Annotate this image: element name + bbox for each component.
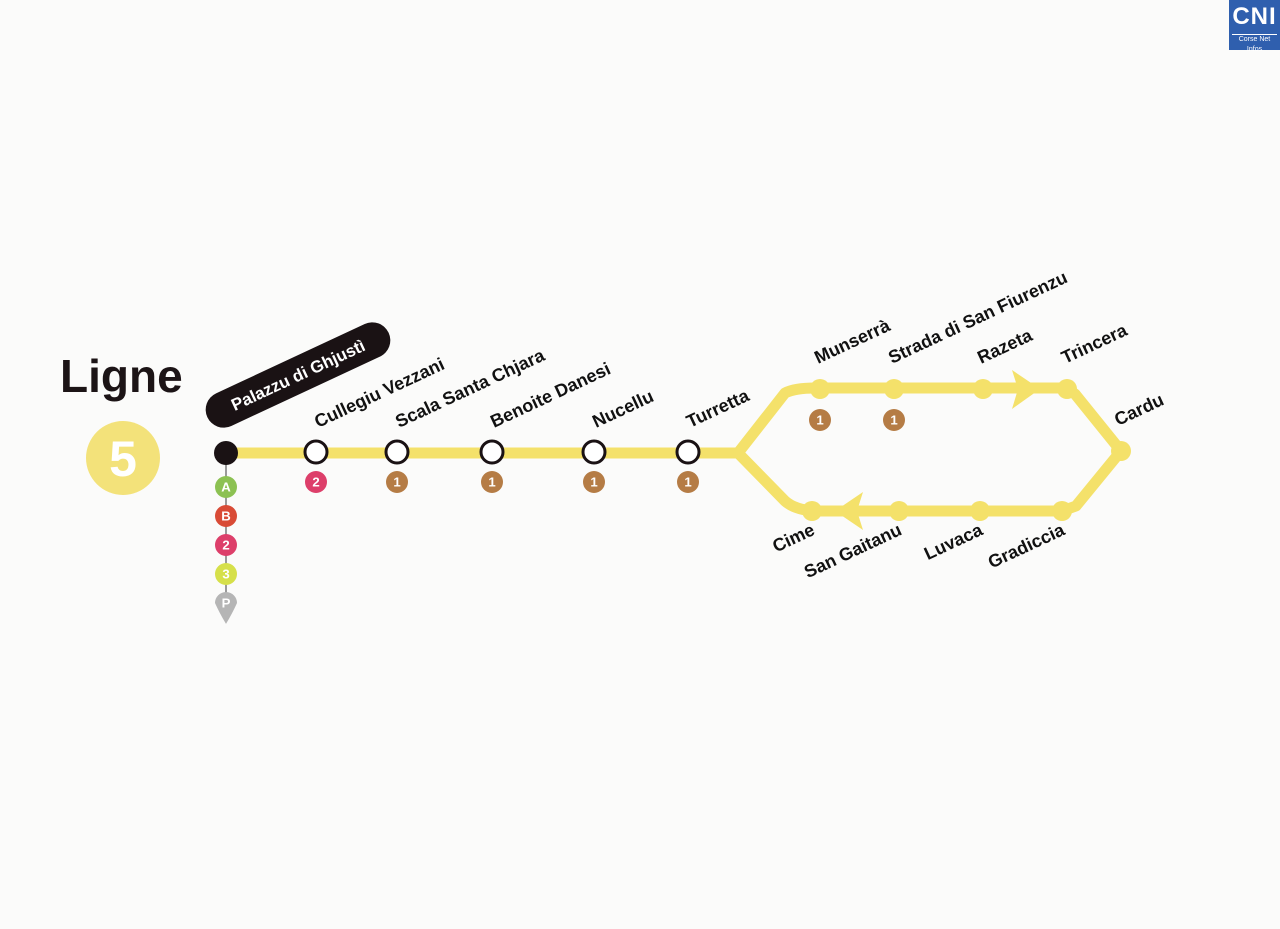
correspondence-label: 1 [890, 413, 897, 428]
station-dot [884, 379, 904, 399]
correspondence-badge: A [215, 476, 237, 498]
correspondence-badge: 1 [809, 409, 831, 431]
correspondence-label: 2 [222, 538, 229, 553]
station-dot [970, 501, 990, 521]
correspondence-label: 2 [312, 475, 319, 490]
station: Cardu [1111, 390, 1167, 461]
parking-pin-icon [215, 592, 237, 624]
station: Trincera [1057, 319, 1131, 399]
line-title: Ligne [60, 350, 183, 402]
station-dot [479, 439, 505, 465]
station-dot [581, 439, 607, 465]
station-name: Cardu [1111, 390, 1167, 430]
station-dot [802, 501, 822, 521]
station-dot [675, 439, 701, 465]
correspondence-circle [215, 534, 237, 556]
station-name: Trincera [1058, 319, 1131, 367]
correspondence-badge: 1 [386, 471, 408, 493]
line-number: 5 [109, 431, 137, 487]
correspondence-label: B [221, 509, 231, 524]
correspondence-label: 1 [393, 475, 400, 490]
correspondence-label: P [222, 596, 231, 611]
correspondence-circle [883, 409, 905, 431]
correspondence-label: 1 [684, 475, 691, 490]
correspondence-label: 3 [222, 567, 229, 582]
correspondence-circle [215, 476, 237, 498]
correspondence-badge: 2 [215, 534, 237, 556]
station-dot [889, 501, 909, 521]
correspondence-circle [386, 471, 408, 493]
station-dot [1057, 379, 1077, 399]
correspondence-badge: 1 [883, 409, 905, 431]
correspondence-badge: 3 [215, 563, 237, 585]
direction-arrow-icon [835, 492, 863, 530]
station: Turretta 1 [675, 385, 753, 493]
correspondence-label: 1 [816, 413, 823, 428]
correspondence-circle [677, 471, 699, 493]
correspondence-circle [215, 563, 237, 585]
station-name: Razeta [974, 325, 1036, 368]
terminus-tag: Palazzu di Ghjustì [205, 322, 391, 428]
correspondence-badge: 1 [481, 471, 503, 493]
correspondence-circle [481, 471, 503, 493]
correspondence-circle [583, 471, 605, 493]
direction-arrow-icon [1012, 370, 1040, 409]
station-name: Scala Santa Chjara [392, 345, 548, 432]
terminus-group: Palazzu di Ghjustì AB 2 3P [205, 322, 391, 624]
logo-abbr: CNI [1232, 3, 1277, 30]
correspondence-circle [305, 471, 327, 493]
correspondence-label: 1 [488, 475, 495, 490]
station-name: Cime [769, 519, 817, 556]
station-dot [1052, 501, 1072, 521]
terminus-station-dot [214, 441, 238, 465]
station-name: Turretta [683, 385, 753, 432]
station-dot [973, 379, 993, 399]
station-dot [1111, 441, 1131, 461]
station-name: Munserrà [811, 315, 894, 368]
correspondence-circle [215, 505, 237, 527]
station: Nucellu 1 [581, 386, 657, 493]
correspondence-circle [809, 409, 831, 431]
correspondence-badge: B [215, 505, 237, 527]
correspondence-badge: 2 [305, 471, 327, 493]
station-dot [384, 439, 410, 465]
station-name: Gradiccia [985, 519, 1069, 572]
correspondence-badge: 1 [677, 471, 699, 493]
logo-name: Corse Net Infos [1232, 34, 1277, 55]
terminus-tag-background [205, 322, 391, 428]
correspondence-label: 1 [590, 475, 597, 490]
station-dot [303, 439, 329, 465]
correspondence-badge: 1 [583, 471, 605, 493]
station-name: Nucellu [589, 386, 656, 432]
station-name: San Gaitanu [801, 519, 905, 582]
correspondence-label: A [221, 480, 231, 495]
correspondence-badge: P [215, 592, 237, 624]
station-dot [810, 379, 830, 399]
station-name: Luvaca [921, 519, 987, 564]
cni-logo: CNI Corse Net Infos [1229, 0, 1280, 53]
terminus-correspondences: AB 2 3P [215, 476, 237, 624]
loop-segment [733, 382, 1127, 517]
line-number-badge [86, 421, 160, 495]
station: Munserrà 1 [809, 315, 894, 431]
